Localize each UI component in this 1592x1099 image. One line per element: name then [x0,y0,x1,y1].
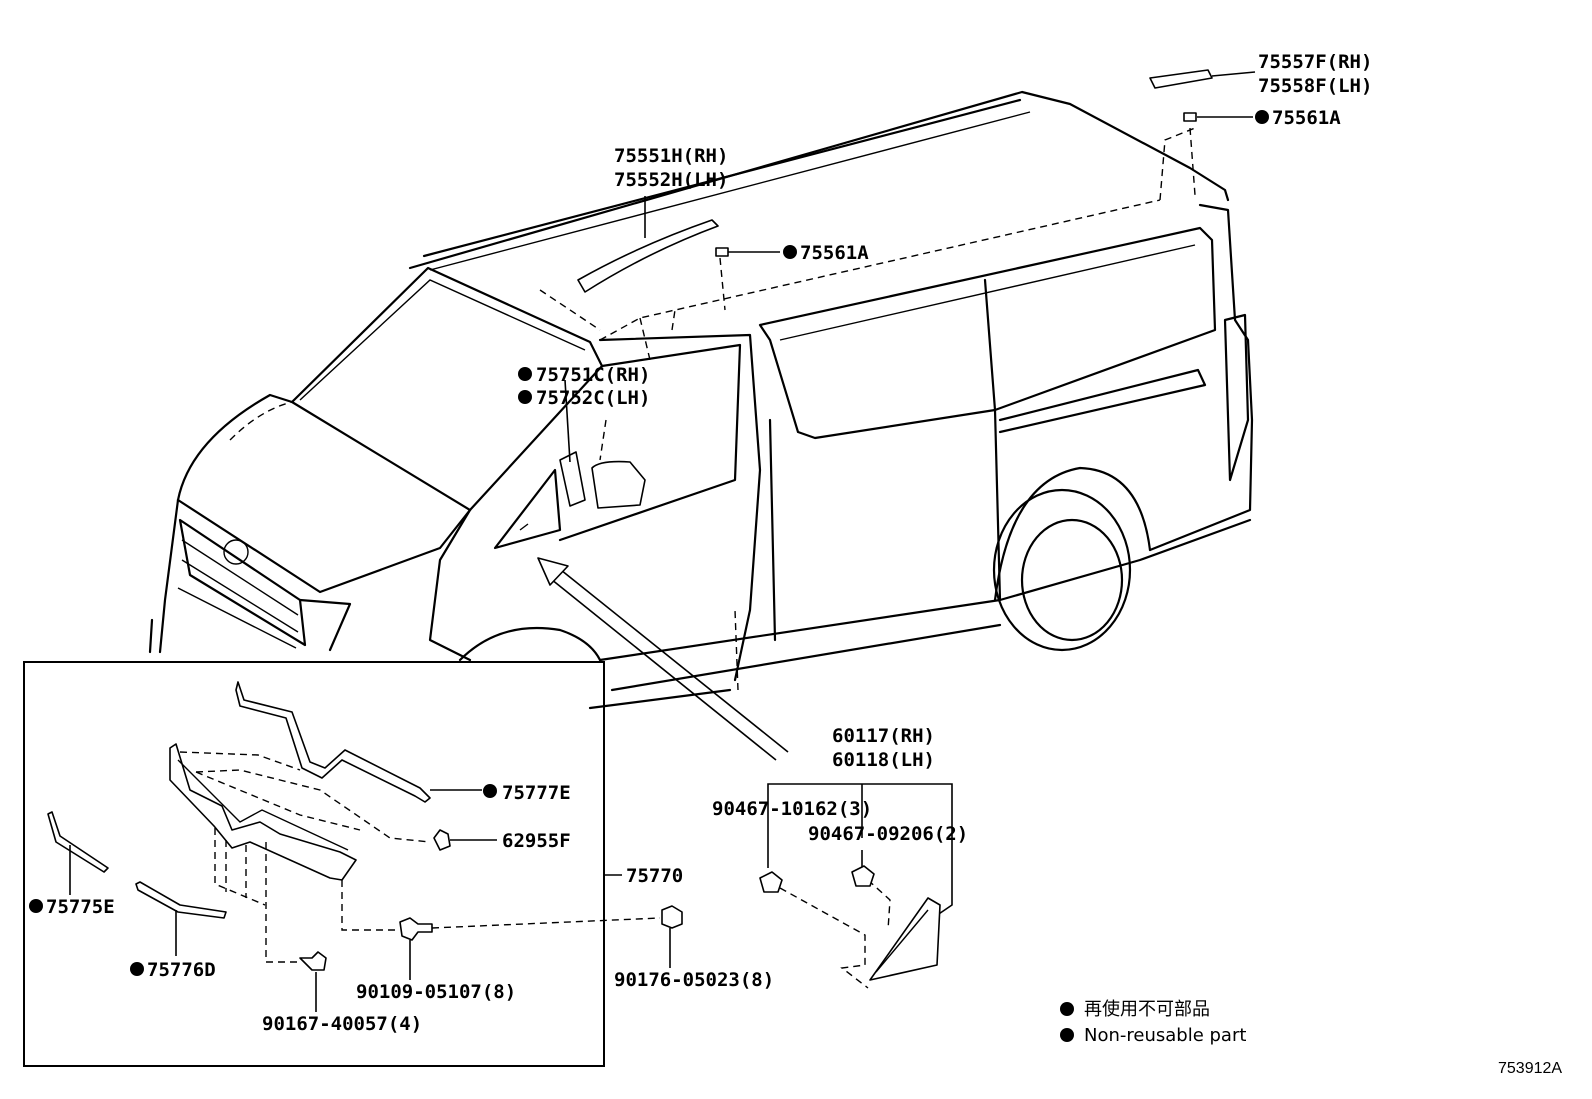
filled-circle-icon [518,367,532,381]
filled-circle-icon [29,899,43,913]
label-75752C: 75752C(LH) [536,387,650,409]
label-75561A-mid: 75561A [800,242,869,264]
label-62955F: 62955F [502,830,571,852]
label-75558F: 75558F(LH) [1258,75,1372,97]
label-60118: 60118(LH) [832,749,935,771]
filled-circle-icon [483,784,497,798]
filled-circle-icon [783,245,797,259]
molding-75776D [135,881,227,919]
clip-62955F [433,829,451,851]
label-75775E: 75775E [46,896,115,918]
label-75561A-top: 75561A [1272,107,1341,129]
filled-circle-icon [1060,1002,1074,1016]
screw-90109 [399,917,433,941]
filled-circle-icon [130,962,144,976]
label-90109: 90109-05107(8) [356,981,516,1003]
molding-75775E [47,811,109,873]
inset-frame [23,661,605,1067]
label-75776D: 75776D [147,959,216,981]
van-illustration [148,90,1254,710]
filled-circle-icon [518,390,532,404]
filled-circle-icon [1060,1028,1074,1042]
roof-molding-rear [1149,69,1213,89]
clip-mid [715,247,729,257]
screw-90167 [299,951,327,971]
label-75551H: 75551H(RH) [614,145,728,167]
filled-circle-icon [1255,110,1269,124]
nut-90176 [661,905,683,929]
label-90467-10162: 90467-10162(3) [712,798,872,820]
legend-jp: 再使用不可部品 [1084,999,1210,1020]
bolt-90467-09206 [851,865,875,887]
triangle-window-detail [759,783,953,989]
arrow-head [537,557,569,586]
bolt-90467-10162 [759,871,783,893]
label-75770: 75770 [626,865,683,887]
label-75557F: 75557F(RH) [1258,51,1372,73]
label-75751C: 75751C(RH) [536,364,650,386]
label-90167: 90167-40057(4) [262,1013,422,1035]
clip-top [1183,112,1197,122]
label-90467-09206: 90467-09206(2) [808,823,968,845]
label-75777E: 75777E [502,782,571,804]
catalog-number: 753912A [1498,1060,1562,1077]
grille-assembly [47,681,683,1012]
label-90176: 90176-05023(8) [614,969,774,991]
legend-en: Non-reusable part [1084,1025,1246,1046]
roof-molding-front [577,219,719,293]
label-75552H: 75552H(LH) [614,169,728,191]
label-60117: 60117(RH) [832,725,935,747]
